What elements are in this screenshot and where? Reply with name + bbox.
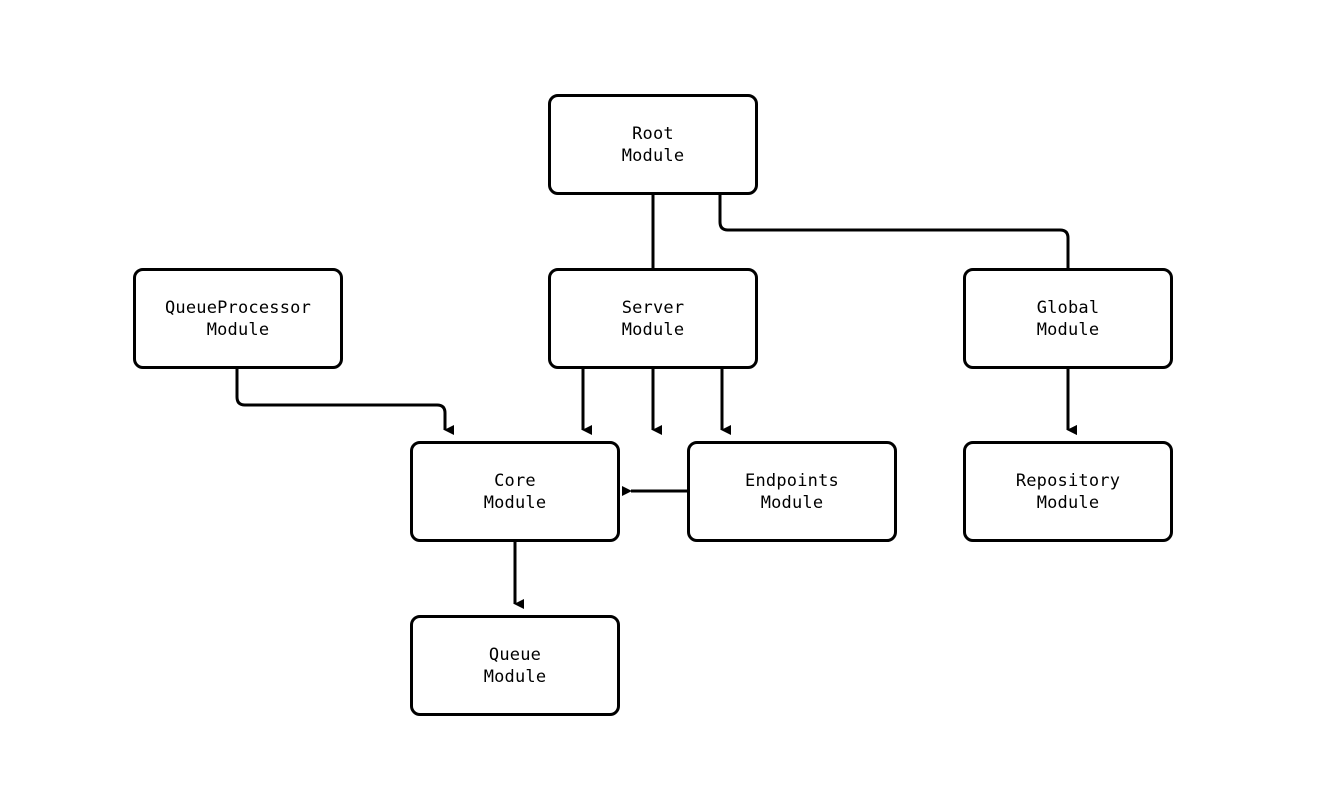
node-core-module[interactable]: Core Module (410, 441, 620, 542)
node-root-module-line2: Module (621, 145, 685, 166)
node-root-module[interactable]: Root Module (548, 94, 758, 195)
node-queue-module-line1: Queue (488, 644, 542, 665)
node-queueprocessor-module-line1: QueueProcessor (164, 297, 312, 318)
edge-queueprocessor-to-core (235, 369, 454, 435)
node-endpoints-module-line2: Module (760, 492, 824, 513)
node-root-module-line1: Root (632, 123, 674, 144)
node-repository-module[interactable]: Repository Module (963, 441, 1173, 542)
node-endpoints-module-line1: Endpoints (745, 470, 839, 491)
node-global-module-line2: Module (1036, 319, 1100, 340)
node-core-module-line2: Module (483, 492, 547, 513)
node-endpoints-module[interactable]: Endpoints Module (687, 441, 897, 542)
node-queueprocessor-module-line2: Module (206, 319, 270, 340)
edge-root-to-global (718, 195, 1077, 435)
node-queueprocessor-module[interactable]: QueueProcessor Module (133, 268, 343, 369)
node-server-module[interactable]: Server Module (548, 268, 758, 369)
node-global-module-line1: Global (1036, 297, 1100, 318)
node-global-module[interactable]: Global Module (963, 268, 1173, 369)
node-repository-module-line1: Repository (1015, 470, 1121, 491)
node-server-module-line1: Server (621, 297, 685, 318)
node-server-module-line2: Module (621, 319, 685, 340)
node-queue-module-line2: Module (483, 666, 547, 687)
node-queue-module[interactable]: Queue Module (410, 615, 620, 716)
node-core-module-line1: Core (494, 470, 536, 491)
node-repository-module-line2: Module (1036, 492, 1100, 513)
